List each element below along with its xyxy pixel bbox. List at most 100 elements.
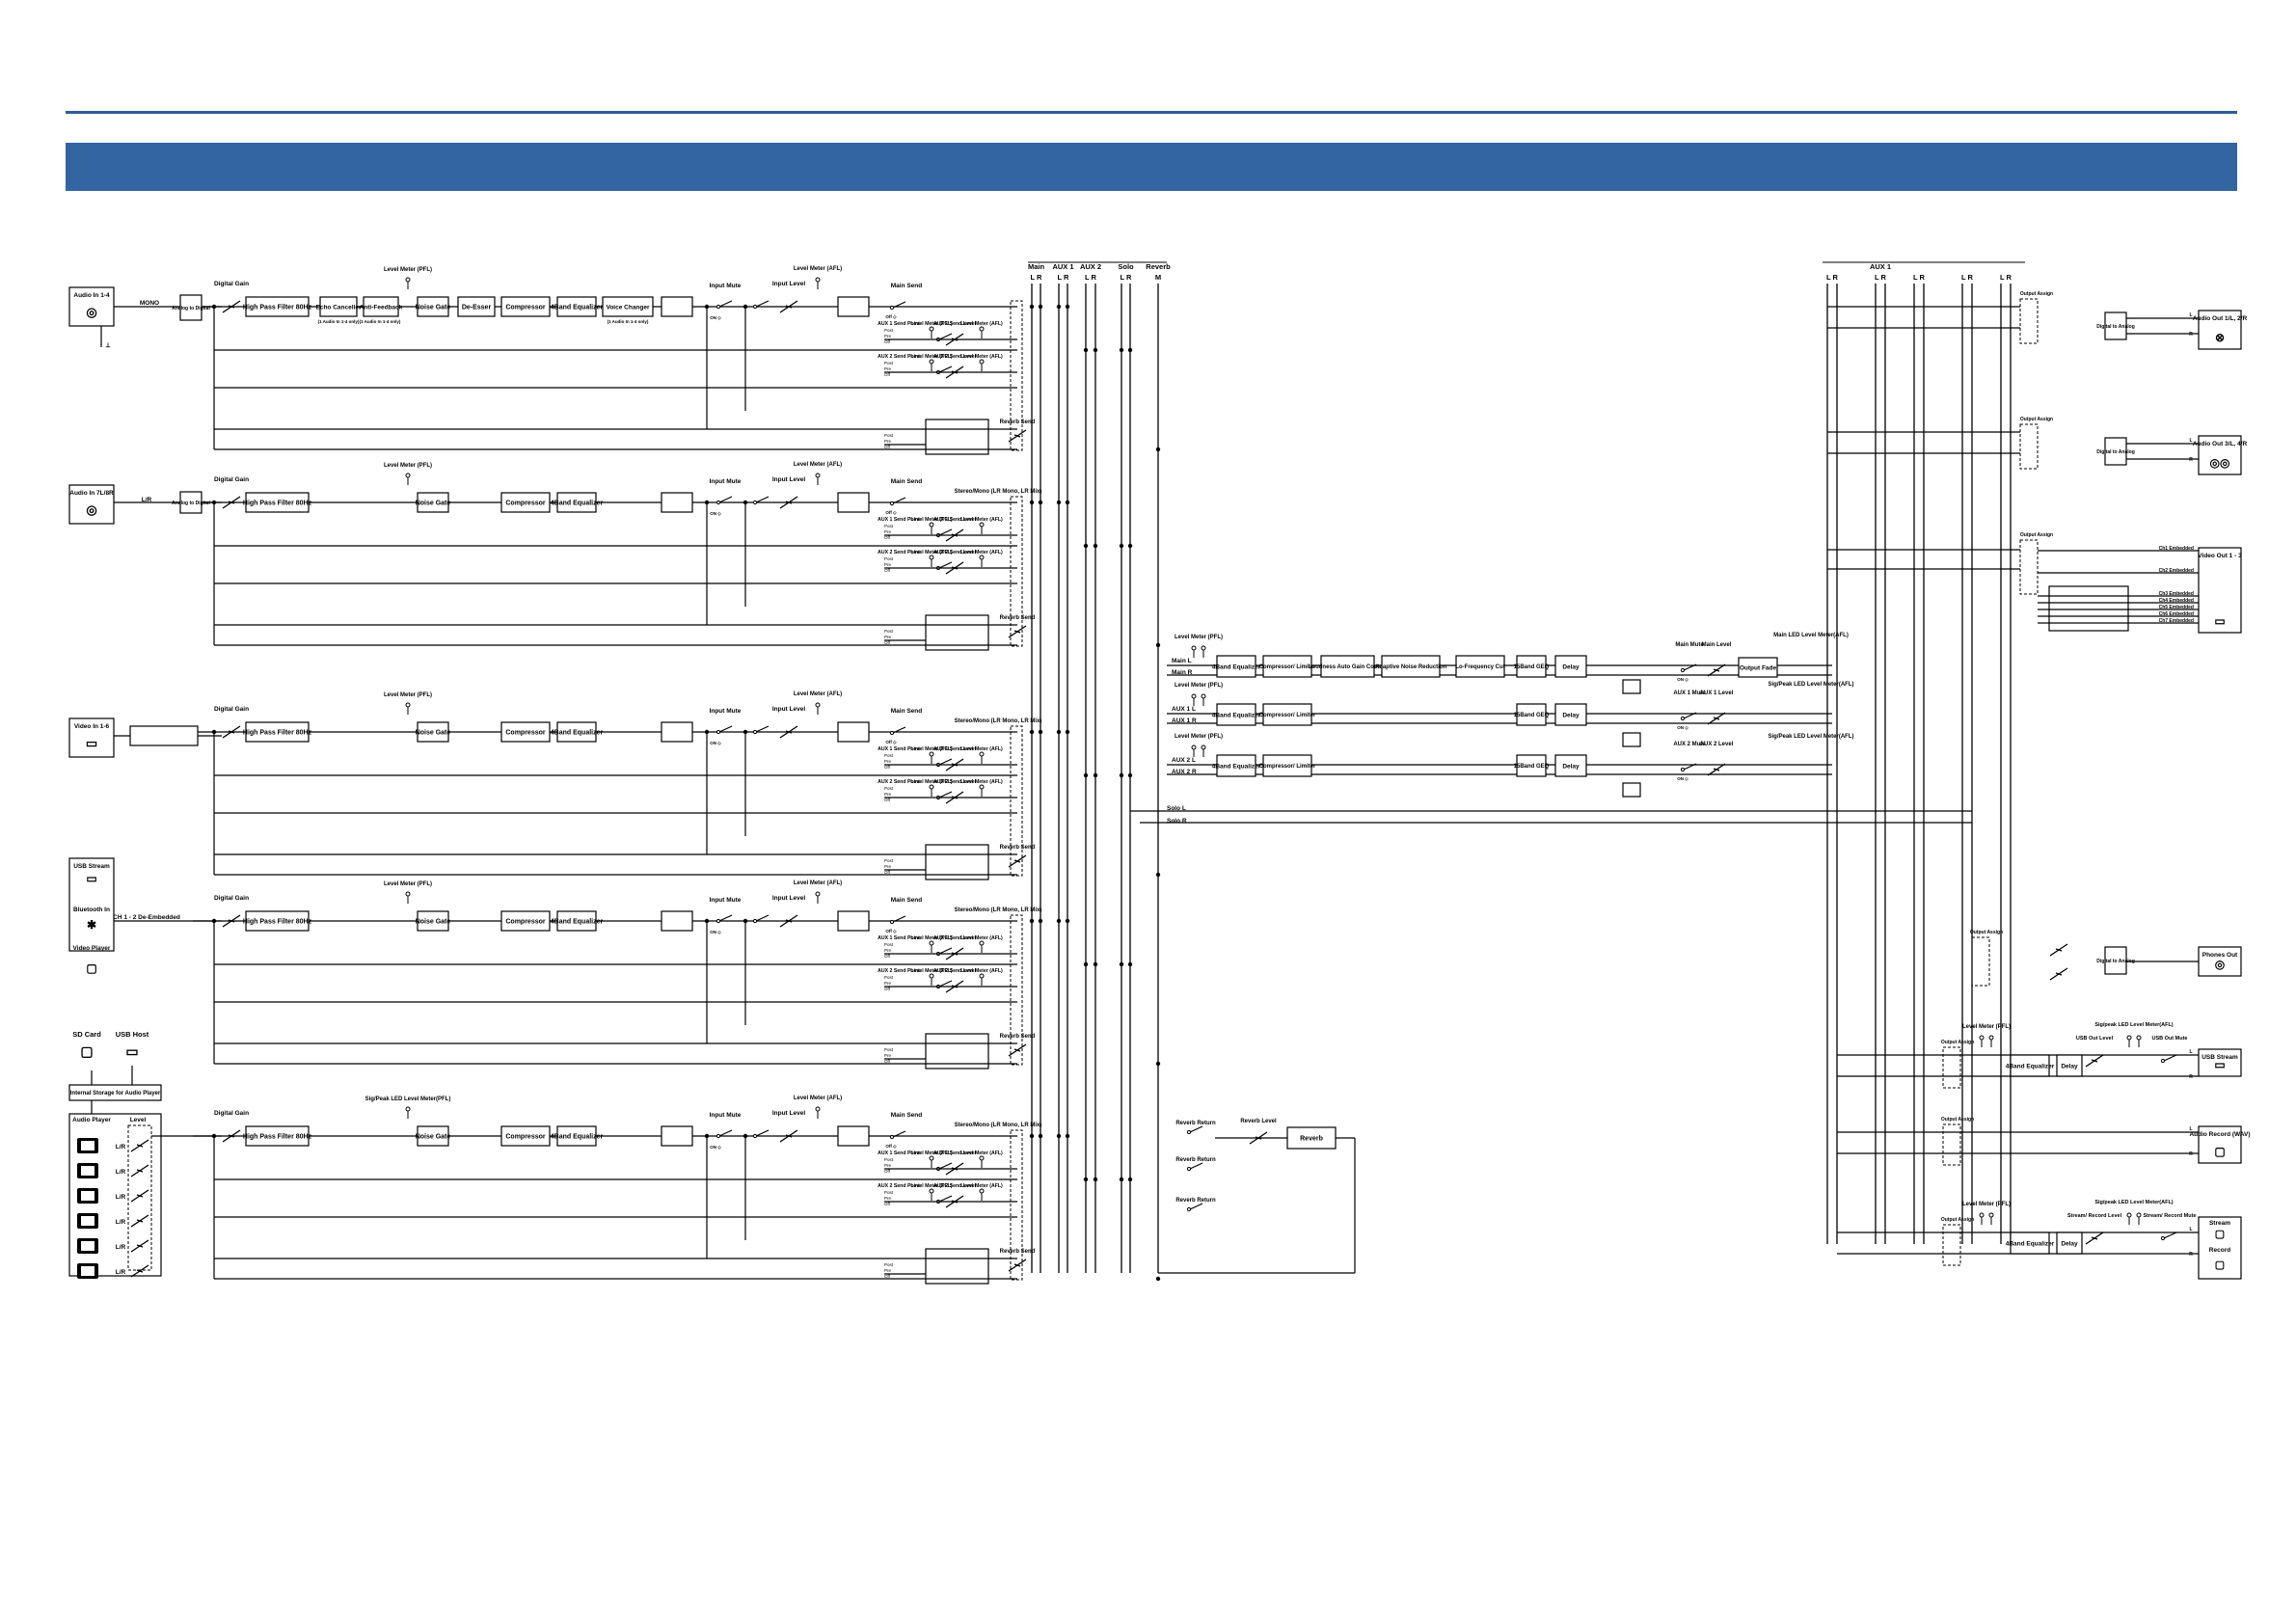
input-mute-switch-blade: [718, 1129, 733, 1137]
stereo-mono-label: Stereo/Mono (LR Mono, LR Mix): [955, 907, 1042, 913]
input-mute-label: Input Mute: [710, 478, 742, 485]
de-esser-block: [457, 296, 496, 317]
phones-fader-r-tick: [2055, 972, 2063, 976]
junction-dot: [1056, 304, 1062, 310]
input-mute-switch-blade: [718, 725, 733, 733]
meter-icon: [929, 1188, 934, 1194]
meter-icon: [929, 359, 934, 365]
audio-player-label: Audio Player: [72, 1117, 111, 1123]
compressor-block-label: Compressor: [505, 1133, 546, 1140]
main-send-label: Main Send: [891, 897, 923, 904]
bus-header-sub-4: M: [1155, 273, 1161, 282]
digital-gain-fader-tick: [228, 305, 235, 309]
sig-led-label-2: Sig/Peak LED Level Meter(AFL): [1768, 734, 1853, 740]
input-label-2: Video In 1-6: [74, 723, 110, 730]
video-player-icon: ▢: [86, 961, 96, 975]
meter-icon: [815, 277, 821, 283]
junction-dot: [704, 1133, 710, 1139]
bus-header-3: Solo: [1118, 262, 1134, 271]
aux2-switch-blade: [938, 1195, 953, 1203]
dac-block-0-label: Digital to Analog: [2096, 324, 2135, 330]
master-eq-block-label: 4Band Equalizer: [1212, 712, 1261, 718]
junction-dot: [1038, 729, 1043, 735]
reverb-route-pre: Pre: [884, 864, 892, 869]
output-assign-0: [2019, 298, 2039, 344]
ch-embedded-3: Ch4 Embedded: [2159, 598, 2194, 604]
out-assign-label-stream: Output Assign: [1941, 1217, 1974, 1223]
output-jack-box-4: [2198, 1048, 2242, 1077]
master-comp-block: [1262, 703, 1312, 726]
player-level-fader-tick: [136, 1169, 144, 1173]
master-comp-block-label: Compressor/ Limiter: [1259, 764, 1316, 770]
master-mute-label-0: Main Mute: [1675, 642, 1704, 648]
ch-embedded-0: Ch1 Embedded: [2159, 546, 2194, 552]
eq-block-label: 4Band Equalizer: [551, 918, 604, 925]
master-geq-block-label: 15Band GEQ: [1514, 713, 1550, 718]
agc-block-label: Loudness Auto Gain Control: [1309, 664, 1388, 670]
out-assign-label-rec: Output Assign: [1941, 1117, 1974, 1123]
out-r: R: [2189, 1151, 2193, 1157]
reverb-send-fader-tick: [1013, 1048, 1021, 1052]
master-comp-block-label: Compressor/ Limiter: [1259, 713, 1316, 718]
noise-gate-block-label: Noise Gate: [416, 729, 451, 736]
digital-gain-fader-tick: [228, 919, 235, 923]
junction-dot: [704, 729, 710, 735]
eq-block-label: 4Band Equalizer: [551, 500, 604, 506]
audio-player-assign: [127, 1124, 152, 1271]
aux2-route-pre: Pre: [884, 981, 892, 986]
junction-dot: [1119, 1177, 1124, 1182]
master-eq-block-label: 4Band Equalizer: [1212, 763, 1261, 770]
audio-level-label: Level: [130, 1117, 147, 1123]
aux1-afl-label: Level Meter (AFL): [960, 321, 1003, 327]
reverb-send-label: Reverb Send: [1000, 845, 1036, 851]
noise-gate-block-label: Noise Gate: [416, 918, 451, 925]
input-mute-on: ON ◇: [710, 1145, 721, 1150]
aux1-meter-label: Level Meter (PFL): [910, 321, 953, 327]
master-level-label-0: Main Level: [1702, 642, 1732, 648]
digital-gain-label: Digital Gain: [214, 706, 249, 713]
reverb-route-off: Off: [884, 445, 891, 449]
junction-dot: [1056, 500, 1062, 505]
junction-dot: [1065, 918, 1070, 924]
insert-block: [661, 296, 693, 317]
junction-dot: [1029, 729, 1035, 735]
input-level-label: Input Level: [772, 1110, 806, 1117]
aux1-route-post: Post: [884, 328, 894, 333]
junction-dot: [1155, 872, 1161, 878]
aux2-route-pre: Pre: [884, 562, 892, 567]
aux1-route-post: Post: [884, 1157, 894, 1162]
main-send-label: Main Send: [891, 478, 923, 485]
meter-icon: [1988, 1212, 1994, 1218]
aux1-meter-label: Level Meter (PFL): [910, 935, 953, 941]
master-comp-block: [1262, 754, 1312, 777]
meter-icon: [1988, 1035, 1994, 1041]
junction-dot: [1038, 304, 1043, 310]
output-jack-box-67: [2198, 1216, 2242, 1280]
input-jack-icon-2: ▭: [86, 736, 97, 750]
reverb-send-label: Reverb Send: [1000, 1249, 1036, 1255]
output-jack-icon-1: ◎◎: [2210, 456, 2230, 470]
level-meter-label: Level Meter (PFL): [384, 692, 432, 698]
out-r: R: [2189, 457, 2193, 463]
echo-note: (1 Audio In 1-4 only): [318, 319, 360, 324]
junction-dot: [1127, 961, 1133, 967]
bluetooth-icon: ✱: [87, 918, 96, 932]
junction-dot: [1093, 961, 1098, 967]
afl-block: [837, 721, 870, 743]
input-level-label: Input Level: [772, 476, 806, 483]
aux2-afl-label: Level Meter (AFL): [960, 550, 1003, 555]
input-level-fader-tick: [785, 730, 793, 734]
aux1-route-post: Post: [884, 524, 894, 528]
anti-feedback-block: [363, 296, 399, 317]
junction-dot: [1029, 500, 1035, 505]
out-sig-led-0: Sig/peak LED Level Meter(AFL): [2094, 1022, 2173, 1028]
aux1-send-point-label: AUX 1 Send Point: [878, 517, 920, 523]
input-level-fader-tick: [785, 305, 793, 309]
cross-feed-1: [1622, 732, 1641, 747]
digital-gain-fader-tick: [228, 501, 235, 504]
master-meter-label-0: Level Meter (PFL): [1175, 635, 1223, 640]
meter-icon: [929, 326, 934, 332]
out-r: R: [2189, 1074, 2193, 1080]
junction-dot: [1038, 500, 1043, 505]
junction-dot: [1119, 772, 1124, 778]
